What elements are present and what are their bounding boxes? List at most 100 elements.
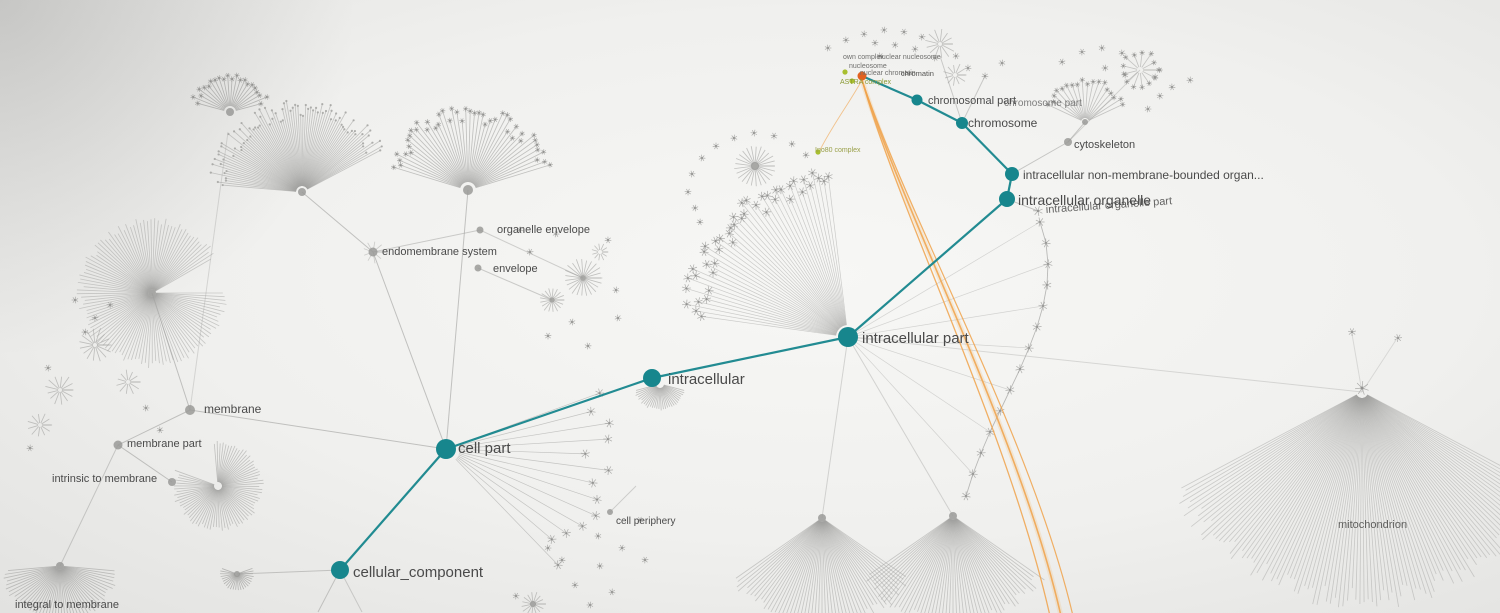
label-cytoskeleton[interactable]: cytoskeleton [1074,139,1135,151]
cluster-hub-node[interactable] [298,188,306,196]
leaf-burst-icon [1139,50,1145,56]
cluster-hub-node[interactable] [751,162,759,170]
cluster-hub-node[interactable] [113,440,123,450]
label-chromatin[interactable]: chromatin [901,69,934,78]
label-nucleosome[interactable]: nucleosome [849,63,887,70]
leaf-burst-icon [436,111,442,118]
label-organelle-envelope[interactable]: organelle envelope [497,224,590,236]
complex-node[interactable] [849,78,855,84]
leaf-burst-icon [701,294,712,304]
node-chromatin[interactable] [857,71,867,81]
leaf-burst-icon [390,164,397,171]
label-cell-part[interactable]: cell part [458,440,511,457]
label-own-complex[interactable]: own complex [843,54,884,61]
cluster-hub-node[interactable] [226,108,234,116]
leaf-burst-icon [788,140,796,148]
cluster-hub-node[interactable] [463,185,473,195]
cluster-hub-node[interactable] [368,247,378,257]
label-chromosome-part[interactable]: chromosome part [1004,98,1082,109]
node-cell-part[interactable] [436,439,456,459]
leaf-burst-icon [408,127,414,134]
label-intracellular[interactable]: intracellular [668,371,745,388]
cluster-hub-node[interactable] [234,571,240,577]
label-intracellular-organelle[interactable]: intracellular organelle [1018,192,1151,208]
leaf-burst-icon [492,116,499,123]
label-endomembrane-system[interactable]: endomembrane system [382,246,497,258]
leaf-burst-icon [396,157,403,164]
leaf-burst-icon [842,36,850,44]
label-envelope[interactable]: envelope [493,263,538,275]
cluster-hub-node[interactable] [530,601,536,607]
cluster-hub-node[interactable] [168,478,176,486]
leaf-burst-icon [712,142,720,150]
node-intracellular-organelle[interactable] [999,191,1015,207]
leaf-burst-icon [761,207,772,217]
label-membrane[interactable]: membrane [204,402,262,416]
cluster-hub-node[interactable] [476,226,484,234]
label-cell-periphery[interactable]: cell periphery [616,516,675,527]
leaf-burst-icon [571,581,579,589]
cluster-hub-node[interactable] [949,512,957,520]
cluster-hub-node[interactable] [185,405,195,415]
complex-node[interactable] [815,149,821,155]
label-intrinsic-to-membrane[interactable]: intrinsic to membrane [52,473,157,485]
leaf-burst-icon [1098,44,1106,52]
cluster-hub-node[interactable] [474,264,482,272]
cluster-hub-node[interactable] [148,289,156,297]
leaf-burst-icon [482,121,488,128]
node-intracellular[interactable] [643,369,661,387]
leaf-burst-icon [1130,84,1137,90]
label-integral-to-membrane[interactable]: integral to membrane [15,599,119,611]
leaf-burst-icon [604,418,614,428]
leaf-burst-icon [691,271,701,281]
leaf-burst-icon [1118,96,1124,102]
leaf-burst-icon [512,592,520,600]
cluster-hub-node[interactable] [818,514,826,522]
leaf-burst-icon [1102,79,1108,86]
label-nuclear-nucleosome[interactable]: nuclear nucleosome [878,54,941,61]
node-chromosome[interactable] [956,117,968,129]
leaf-burst-icon [142,404,150,412]
label-cellular-component[interactable]: cellular_component [353,564,484,581]
leaf-burst-icon [715,233,725,244]
label-membrane-part[interactable]: membrane part [127,438,202,450]
leaf-burst-icon [224,72,231,79]
cluster-hub-node[interactable] [549,297,555,303]
cluster-hub-node[interactable] [1082,119,1088,125]
leaf-burst-icon [696,218,704,226]
leaf-burst-icon [802,151,810,159]
label-non-membrane-organelle[interactable]: intracellular non-membrane-bounded organ… [1023,168,1264,182]
label-chromosomal-part[interactable]: chromosomal part [928,95,1016,107]
leaf-burst-icon [212,77,218,83]
cluster-hub-node[interactable] [56,562,64,570]
cluster-hub-node[interactable] [580,275,586,281]
node-chromosomal-part[interactable] [911,94,923,106]
path-edge [916,99,963,124]
label-intracellular-part[interactable]: intracellular part [862,330,970,347]
leaf-burst-icon [1005,385,1015,395]
label-ino80-complex[interactable]: Ino80 complex [815,147,861,154]
node-intracellular-part[interactable] [838,327,858,347]
leaf-burst-icon [1111,94,1117,101]
node-non-membrane-organelle[interactable] [1005,167,1019,181]
label-chromosome[interactable]: chromosome [968,116,1038,130]
complex-node[interactable] [842,69,848,75]
leaf-burst-icon [688,264,698,274]
leaf-burst-icon [413,126,420,133]
label-astra-complex[interactable]: ASTRA complex [840,79,891,86]
leaf-burst-icon [998,59,1006,67]
node-cellular-component[interactable] [331,561,349,579]
leaf-burst-icon [964,64,972,72]
cluster-hub-node[interactable] [607,509,613,515]
cluster-hub-node[interactable] [1064,138,1072,146]
leaf-burst-icon [691,306,701,316]
leaf-burst-icon [1074,81,1081,88]
leaf-burst-icon [216,75,222,81]
leaf-burst-icon [911,45,919,53]
leaf-burst-icon [1139,84,1145,91]
leaf-burst-icon [402,151,409,157]
leaf-burst-icon [1104,86,1110,93]
label-nuclear-chromatin[interactable]: nuclear chromatin [860,70,916,77]
label-mitochondrion[interactable]: mitochondrion [1338,519,1407,531]
